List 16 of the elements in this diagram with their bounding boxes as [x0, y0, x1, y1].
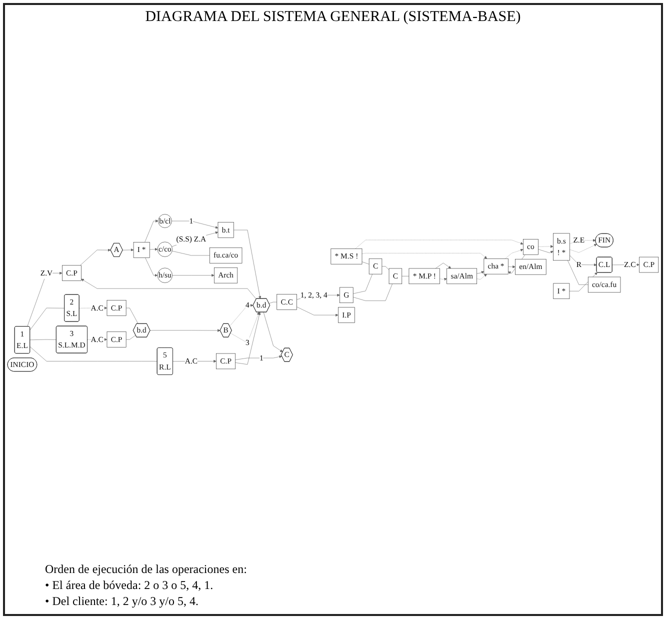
- title: DIAGRAMA DEL SISTEMA GENERAL (SISTEMA-BASE): [144, 9, 522, 26]
- note-text: Orden de ejecución de las operaciones en:: [45, 562, 248, 577]
- connector: [362, 262, 370, 264]
- connector: [126, 308, 138, 324]
- connector: [382, 266, 390, 270]
- connector: [30, 308, 65, 330]
- note-text: • El área de bóveda: 2 o 3 o 5, 4, 1.: [45, 578, 214, 593]
- connector: [172, 250, 210, 256]
- connector: [352, 284, 392, 301]
- connector: [352, 274, 373, 294]
- note-text: • Del cliente: 1, 2 y/o 3 y/o 5, 4.: [45, 594, 200, 609]
- connector: [568, 260, 588, 285]
- connector: [30, 346, 158, 362]
- connector: [126, 335, 136, 340]
- connector: [30, 339, 56, 340]
- connector: [268, 302, 278, 304]
